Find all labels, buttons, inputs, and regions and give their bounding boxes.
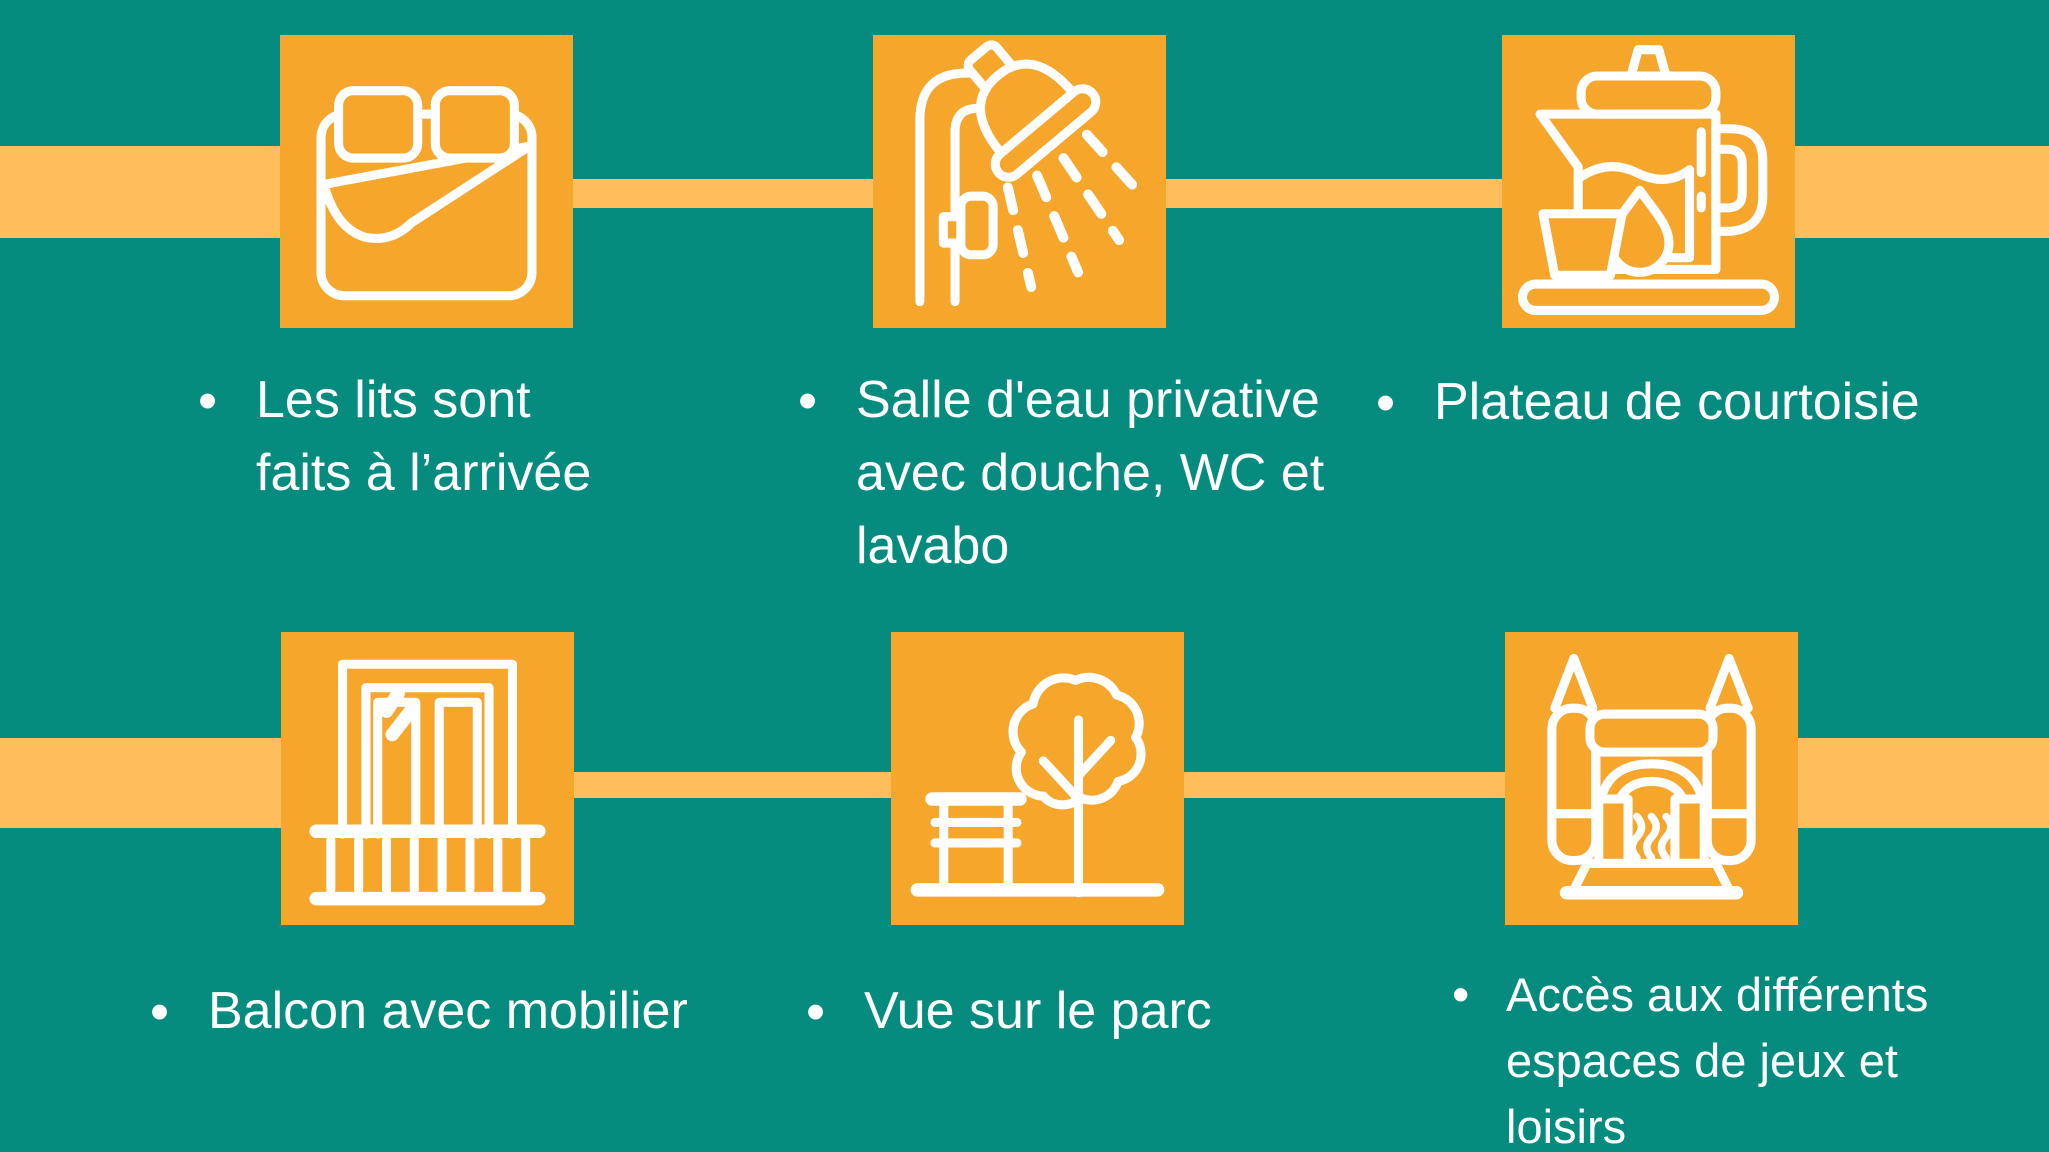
band-row1-left — [0, 146, 280, 238]
bullet-dot: • — [806, 981, 826, 1042]
feature-tile-shower — [873, 35, 1166, 328]
feature-item-balcony: • Balcon avec mobilier — [150, 975, 770, 1048]
feature-text-courtesy-tray: Plateau de courtoisie — [1434, 373, 1920, 431]
bouncy-castle-icon — [1547, 653, 1756, 900]
band-row2-connector-2 — [1184, 772, 1505, 798]
feature-text-balcony: Balcon avec mobilier — [208, 982, 688, 1040]
band-row2-right — [1798, 738, 2049, 828]
band-row1-connector-1 — [573, 179, 873, 208]
balcony-icon — [309, 659, 546, 906]
feature-tile-park — [891, 632, 1184, 925]
feature-item-park-view: • Vue sur le parc — [806, 975, 1326, 1048]
feature-item-play-areas: • Accès aux différents espaces de jeux e… — [1452, 962, 2012, 1152]
band-row1-connector-2 — [1166, 179, 1502, 208]
feature-tile-bed — [280, 35, 573, 328]
water-spray — [1002, 129, 1148, 292]
feature-item-beds: • Les lits sont faits à l’arrivée — [198, 364, 618, 510]
feature-text-beds: Les lits sont faits à l’arrivée — [256, 371, 592, 502]
feature-tile-bouncy-castle — [1505, 632, 1798, 925]
feature-item-courtesy-tray: • Plateau de courtoisie — [1376, 366, 2016, 439]
bullet-dot: • — [1376, 372, 1396, 433]
feature-item-bathroom: • Salle d'eau privative avec douche, WC … — [798, 364, 1358, 583]
band-row2-left — [0, 738, 281, 828]
bullet-dot: • — [150, 981, 170, 1042]
bed-icon — [316, 86, 537, 301]
feature-text-park-view: Vue sur le parc — [864, 982, 1212, 1040]
bullet-dot: • — [198, 370, 218, 431]
bullet-dot: • — [798, 370, 818, 431]
band-row2-connector-1 — [574, 772, 891, 798]
feature-tile-balcony — [281, 632, 574, 925]
feature-text-play-areas: Accès aux différents espaces de jeux et … — [1506, 968, 1929, 1152]
courtesy-tray-icon — [1517, 45, 1780, 315]
park-view-icon — [910, 672, 1165, 898]
bullet-dot: • — [1452, 967, 1470, 1022]
feature-tile-courtesy-tray — [1502, 35, 1795, 328]
shower-icon — [915, 40, 1148, 307]
feature-text-bathroom: Salle d'eau privative avec douche, WC et… — [856, 371, 1325, 575]
band-row1-right — [1795, 146, 2049, 238]
